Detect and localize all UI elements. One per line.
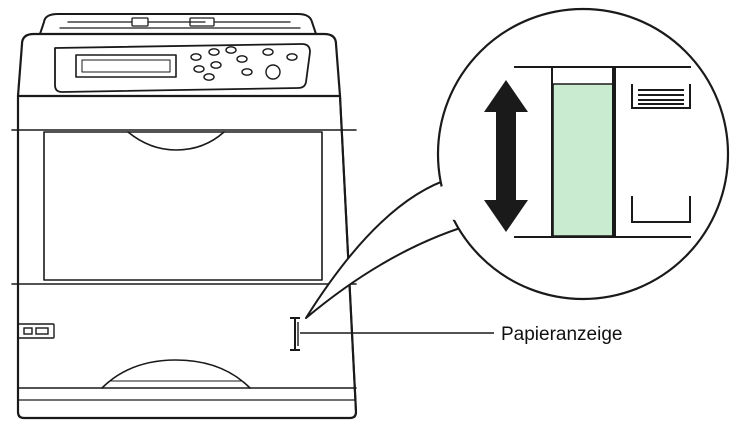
control-panel <box>54 43 311 93</box>
double-arrow-up-down-icon <box>484 80 528 232</box>
front-door <box>43 131 323 281</box>
display-screen <box>75 54 177 78</box>
paper-stack-full-icon <box>631 84 691 109</box>
output-tray <box>39 13 317 35</box>
magnifier <box>305 7 730 319</box>
cassette-handle <box>101 359 251 389</box>
paper-tray-empty-icon <box>631 196 691 223</box>
printer <box>11 13 358 420</box>
main-body <box>16 94 358 420</box>
output-tray-slots <box>59 17 301 29</box>
callout-label: Papieranzeige <box>501 324 622 345</box>
body-right-edge <box>339 95 357 413</box>
display-inner <box>81 59 171 73</box>
panel-buttons <box>190 46 298 81</box>
front-door-handle <box>127 131 225 151</box>
top-housing <box>16 32 342 98</box>
paper-gauge-small <box>290 317 300 351</box>
paper-level-fill <box>552 83 614 237</box>
cassette-handle-icon <box>17 323 55 339</box>
